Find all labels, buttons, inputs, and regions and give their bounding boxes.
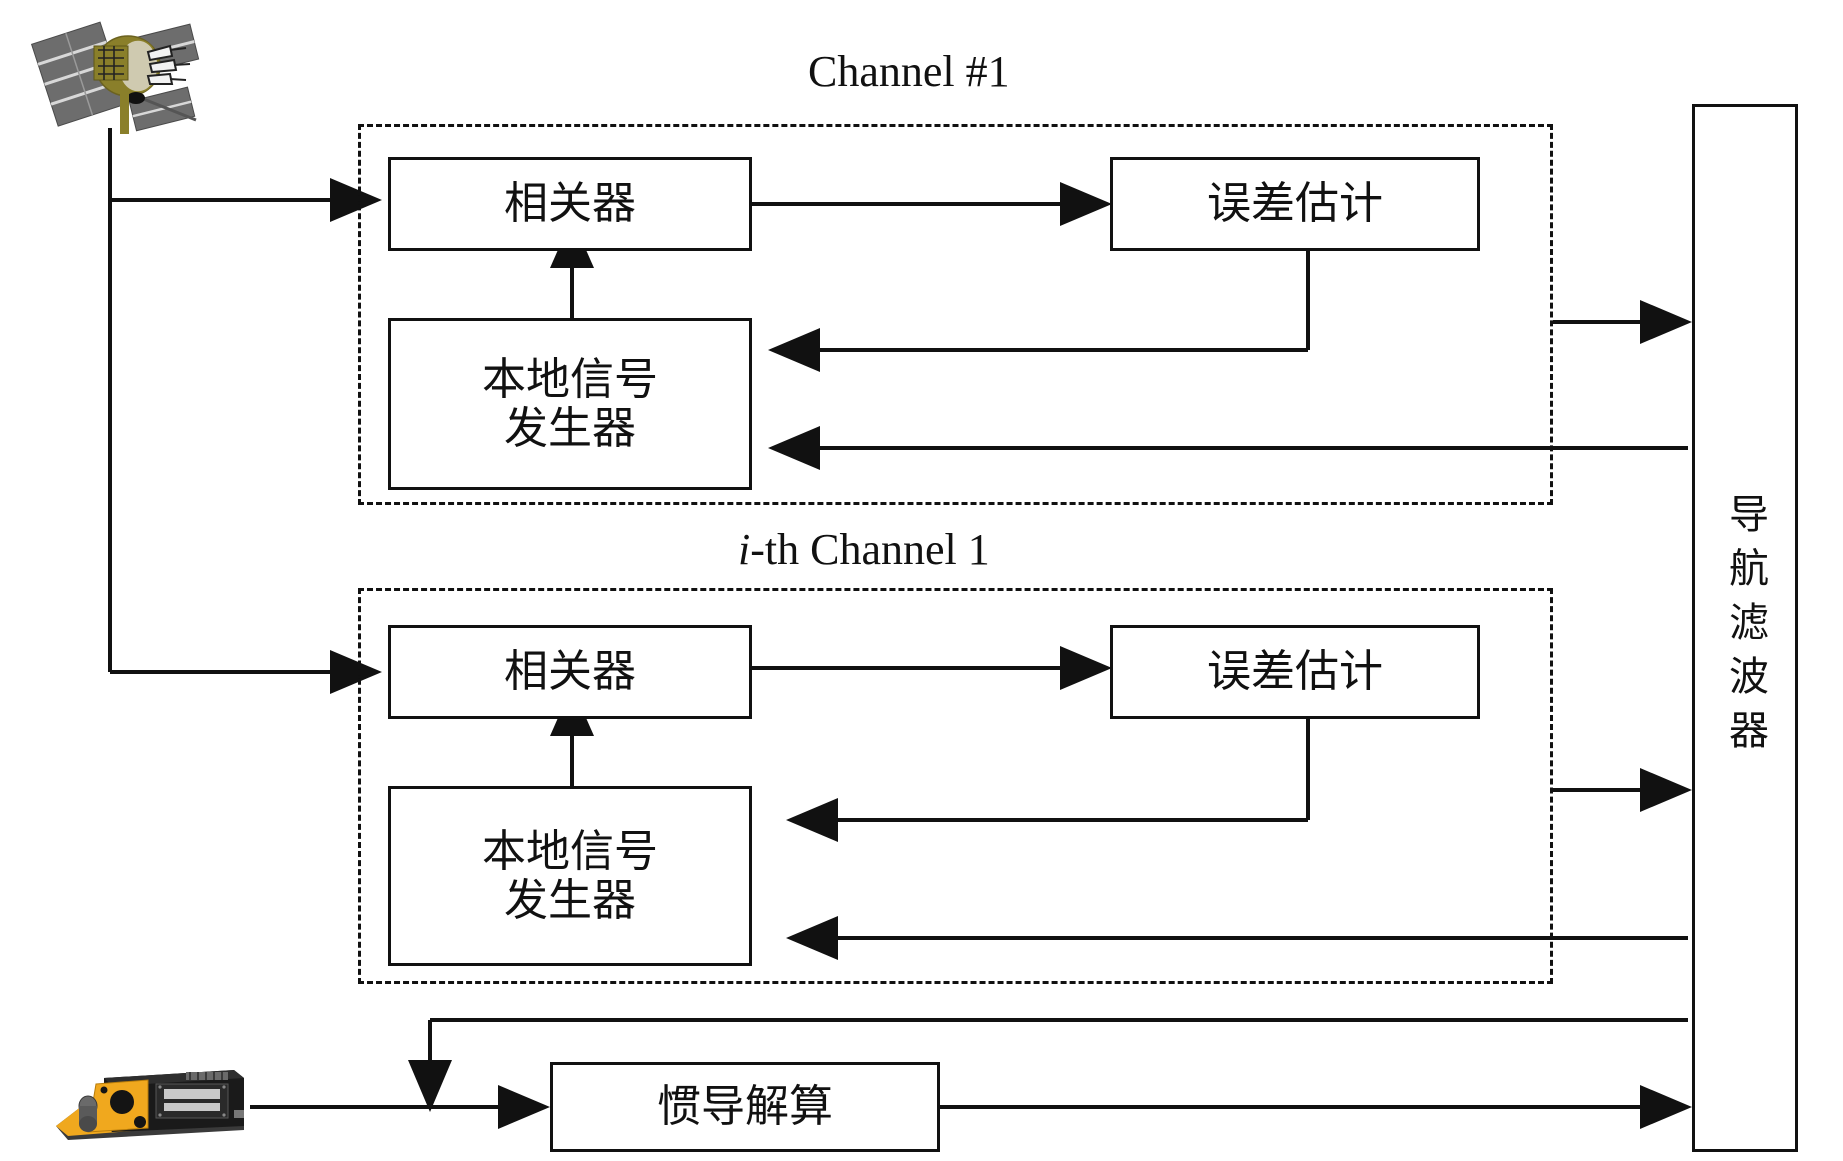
channel-1-title: Channel #1 (808, 46, 1010, 97)
arrowhead-lsg1-from-err (768, 328, 820, 372)
channel-i-title-italic: i (738, 525, 751, 574)
arrowhead-navfilter-chi (1640, 768, 1692, 812)
block-local-signal-generator-channel-1[interactable]: 本地信号 发生器 (388, 318, 752, 490)
block-local-signal-generator-channel-i-line2: 发生器 (504, 875, 636, 926)
channel-i-group-box (358, 588, 1553, 984)
arrowhead-correlator-i (330, 650, 382, 694)
block-correlator-channel-1[interactable]: 相关器 (388, 157, 752, 251)
arrowhead-err1 (1060, 182, 1112, 226)
satellite-icon (20, 8, 210, 136)
channel-1-title-text: Channel #1 (808, 47, 1010, 96)
block-correlator-channel-i[interactable]: 相关器 (388, 625, 752, 719)
block-local-signal-generator-channel-i-line1: 本地信号 (482, 825, 658, 877)
block-navigation-filter-label: 导航滤波器 (1722, 493, 1768, 763)
arrowhead-navfilter-ch1 (1640, 300, 1692, 344)
block-local-signal-generator-channel-i[interactable]: 本地信号 发生器 (388, 786, 752, 966)
arrowhead-ins-from-imu (498, 1085, 550, 1129)
block-correlator-channel-i-label: 相关器 (504, 646, 636, 698)
block-local-signal-generator-channel-1-line1: 本地信号 (482, 353, 658, 405)
block-navigation-filter[interactable]: 导航滤波器 (1692, 104, 1798, 1152)
channel-i-title: i-th Channel 1 (738, 524, 990, 575)
channel-1-group-box (358, 124, 1553, 505)
imu-icon (48, 1048, 248, 1156)
block-ins-mechanization[interactable]: 惯导解算 (550, 1062, 940, 1152)
block-error-estimation-channel-1[interactable]: 误差估计 (1110, 157, 1480, 251)
arrowhead-lsgi-from-err (786, 798, 838, 842)
arrowhead-lsgi-from-filter (786, 916, 838, 960)
block-local-signal-generator-channel-1-line2: 发生器 (504, 403, 636, 454)
arrowhead-correlator-1 (330, 178, 382, 222)
arrowhead-erri (1060, 646, 1112, 690)
arrowhead-lsg1-from-filter (768, 426, 820, 470)
channel-i-title-text: -th Channel 1 (750, 525, 990, 574)
block-correlator-channel-1-label: 相关器 (504, 178, 636, 230)
block-error-estimation-channel-1-label: 误差估计 (1207, 178, 1383, 230)
block-error-estimation-channel-i[interactable]: 误差估计 (1110, 625, 1480, 719)
arrowhead-navfilter-ins (1640, 1085, 1692, 1129)
block-error-estimation-channel-i-label: 误差估计 (1207, 646, 1383, 698)
arrowhead-ins-feedback (408, 1060, 452, 1112)
block-ins-mechanization-label: 惯导解算 (657, 1081, 833, 1133)
